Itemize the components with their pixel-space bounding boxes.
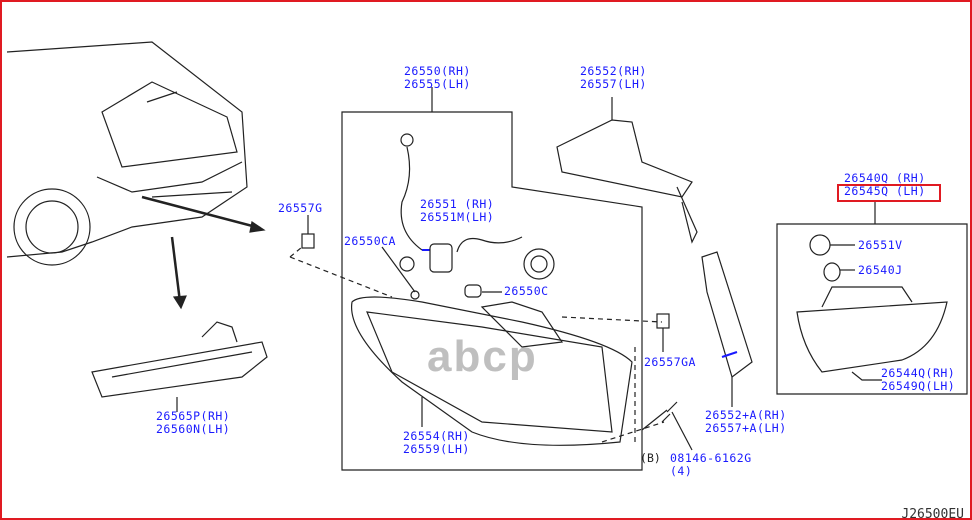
finisher-illustration (556, 97, 698, 244)
part-label-26551v[interactable]: 26551V (858, 238, 903, 252)
part-label-26540j[interactable]: 26540J (858, 263, 903, 277)
part-label-26554[interactable]: 26554(RH) 26559(LH) (403, 430, 470, 456)
part-number-rh[interactable]: 26552+A(RH) (705, 408, 787, 422)
part-number-rh[interactable]: 26552(RH) (580, 64, 647, 78)
part-number-rh[interactable]: 26554(RH) (403, 429, 470, 443)
assembly-leaders (289, 246, 665, 443)
part-label-26540q[interactable]: 26540Q (RH) 26545Q (LH) (844, 172, 926, 198)
seal-illustration (641, 251, 753, 451)
part-label-26552[interactable]: 26552(RH) 26557(LH) (580, 65, 647, 91)
part-label-26557g[interactable]: 26557G (278, 201, 323, 215)
part-label-26550ca[interactable]: 26550CA (344, 234, 396, 248)
watermark-logo: abcp (427, 332, 538, 381)
part-label-26550c[interactable]: 26550C (504, 284, 549, 298)
bolt-mark-icon: (B) (640, 451, 661, 465)
part-number-lh[interactable]: 26551M(LH) (420, 210, 495, 224)
combination-lamp-box (341, 111, 643, 471)
inner-lamp-illustration (796, 234, 948, 381)
part-number-lh[interactable]: 26557+A(LH) (705, 421, 787, 435)
part-number-rh[interactable]: 26544Q(RH) (881, 366, 956, 380)
rear-combination-lamp-illustration (350, 296, 633, 446)
part-label-26551[interactable]: 26551 (RH) 26551M(LH) (420, 198, 494, 224)
highlight-box (837, 184, 941, 202)
harness-illustration (381, 133, 555, 300)
part-label-26550[interactable]: 26550(RH) 26555(LH) (404, 65, 471, 91)
bolt-quantity: (4) (670, 464, 693, 478)
part-number-rh[interactable]: 26551 (RH) (420, 197, 495, 211)
diagram-code: J26500EU (901, 507, 964, 520)
part-number-rh[interactable]: 26550(RH) (404, 64, 471, 78)
part-number-lh[interactable]: 26549Q(LH) (881, 379, 956, 393)
part-label-26557ga[interactable]: 26557GA (644, 355, 696, 369)
part-number-lh[interactable]: 26560N(LH) (156, 422, 231, 436)
clip-illustration (301, 233, 315, 249)
part-number-lh[interactable]: 26559(LH) (403, 442, 470, 456)
part-number-lh-highlighted[interactable]: 26545Q (LH) (844, 184, 926, 198)
part-number-rh[interactable]: 26565P(RH) (156, 409, 231, 423)
part-label-bolt[interactable]: 08146-6162G (4) (670, 452, 752, 478)
bolt-part-number[interactable]: 08146-6162G (670, 451, 752, 465)
inner-lamp-box (776, 223, 968, 395)
part-number-lh[interactable]: 26557(LH) (580, 77, 647, 91)
vehicle-rear-illustration (6, 41, 266, 310)
part-number-lh[interactable]: 26555(LH) (404, 77, 471, 91)
part-label-26552a[interactable]: 26552+A(RH) 26557+A(LH) (705, 409, 787, 435)
part-label-26565p[interactable]: 26565P(RH) 26560N(LH) (156, 410, 230, 436)
part-number-rh[interactable]: 26540Q (RH) (844, 171, 926, 185)
part-label-26544q[interactable]: 26544Q(RH) 26549Q(LH) (881, 367, 955, 393)
reflex-reflector-illustration (91, 321, 268, 412)
